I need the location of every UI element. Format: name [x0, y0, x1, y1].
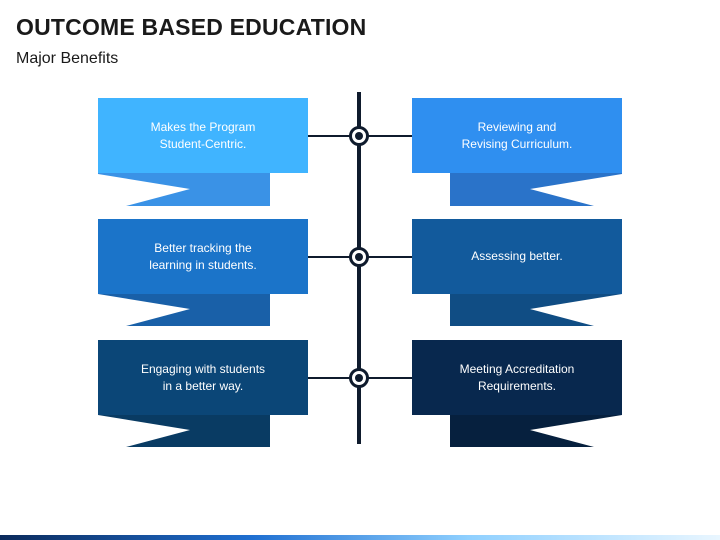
ribbon-tail-4 [450, 292, 622, 326]
ribbon-shape-5 [98, 413, 270, 447]
ribbon-shape-3 [98, 292, 270, 326]
ribbon-shape-4 [450, 292, 622, 326]
benefit-text-2: Reviewing and Revising Curriculum. [461, 119, 573, 151]
ribbon-tail-6 [450, 413, 622, 447]
benefit-card-1: Makes the Program Student-Centric. [98, 98, 308, 173]
benefit-text-3: Better tracking the learning in students… [149, 240, 257, 272]
page-title: OUTCOME BASED EDUCATION [16, 14, 367, 40]
ribbon-tail-3 [98, 292, 270, 326]
benefit-card-5: Engaging with students in a better way. [98, 340, 308, 415]
timeline-node-1 [349, 126, 369, 146]
page-subtitle: Major Benefits [16, 50, 119, 67]
ribbon-shape-6 [450, 413, 622, 447]
benefit-text-5: Engaging with students in a better way. [140, 361, 266, 393]
timeline-node-3 [349, 368, 369, 388]
benefit-text-6: Meeting Accreditation Requirements. [459, 361, 575, 393]
benefit-text-1: Makes the Program Student-Centric. [150, 119, 256, 151]
ribbon-tail-1 [98, 172, 270, 206]
footer-gradient-bar [0, 535, 720, 540]
ribbon-tail-5 [98, 413, 270, 447]
ribbon-shape-2 [450, 172, 622, 206]
ribbon-tail-2 [450, 172, 622, 206]
timeline-spine [357, 92, 361, 444]
timeline-node-2 [349, 247, 369, 267]
benefit-card-4: Assessing better. [412, 219, 622, 294]
benefit-text-4: Assessing better. [471, 249, 563, 263]
ribbon-shape-1 [98, 172, 270, 206]
benefit-card-6: Meeting Accreditation Requirements. [412, 340, 622, 415]
benefit-card-3: Better tracking the learning in students… [98, 219, 308, 294]
benefit-card-2: Reviewing and Revising Curriculum. [412, 98, 622, 173]
